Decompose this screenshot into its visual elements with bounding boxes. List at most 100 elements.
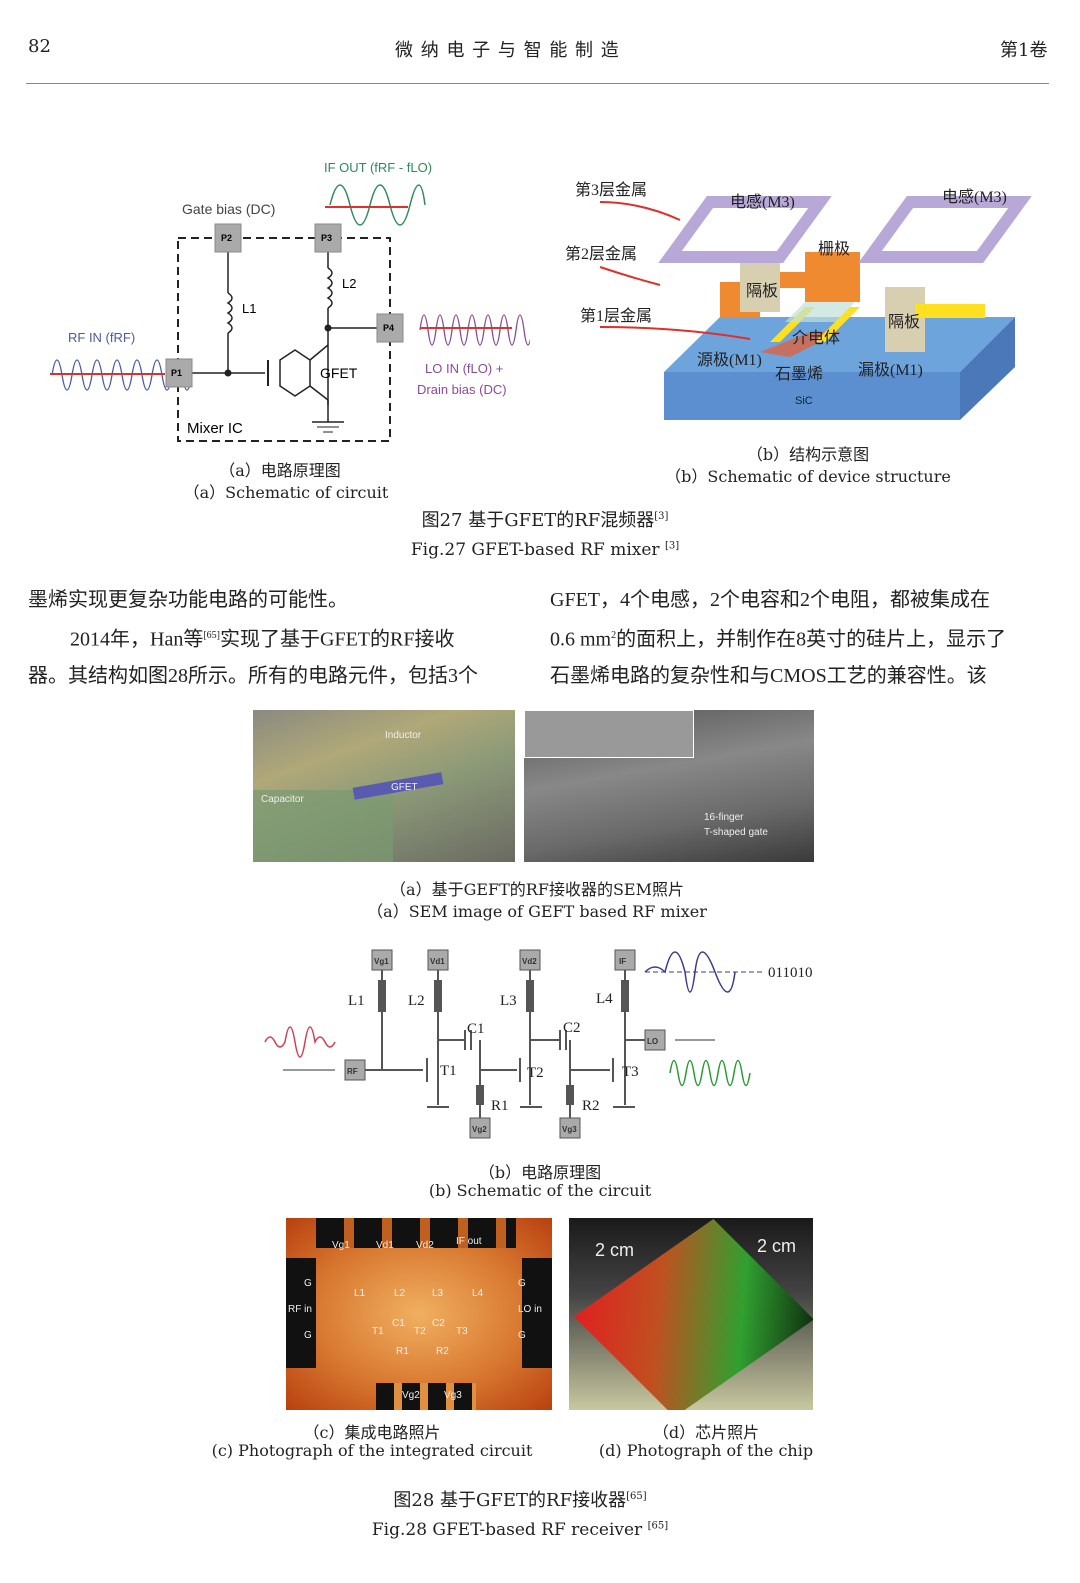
fig28-caption-en: Fig.28 GFET-based RF receiver [65] — [372, 1520, 668, 1540]
fig28-ref-cn[interactable]: [65] — [626, 1491, 647, 1502]
sem-photo-left: Inductor Capacitor GFET — [253, 710, 515, 862]
resistor-r2 — [566, 1085, 574, 1105]
fig27-ref-cn[interactable]: [3] — [654, 511, 669, 522]
output-bits-label: 011010 — [768, 965, 812, 981]
ic-photo: Vg1 Vd1 Vd2 IF out G RF in G G LO in G L… — [286, 1218, 552, 1410]
body-line: 石墨烯电路的复杂性和与CMOS工艺的兼容性。该 — [550, 664, 987, 687]
fig28c-caption-cn: （c）集成电路照片 — [303, 1423, 441, 1442]
pad-p2: P2 — [221, 233, 232, 243]
resistor-r1 — [476, 1085, 484, 1105]
spacer-left-label: 隔板 — [746, 282, 778, 300]
lo-in-label: LO IN (fLO) + — [425, 361, 503, 376]
fig28-ref-en[interactable]: [65] — [647, 1520, 669, 1532]
pad-p3: P3 — [321, 233, 332, 243]
fig27a-caption-cn: （a）电路原理图 — [219, 461, 341, 480]
fig27a-caption-en: （a）Schematic of circuit — [183, 483, 389, 502]
superscript: 2 — [611, 630, 617, 641]
chip-photo: 2 cm 2 cm — [569, 1218, 813, 1410]
fig27a-circuit-diagram: Gate bias (DC) IF OUT (fRF - fLO) RF IN … — [50, 160, 530, 442]
inductor-l2 — [434, 980, 442, 1012]
ic-label-l2: L2 — [394, 1288, 406, 1299]
l1-label: L1 — [348, 993, 365, 1009]
inductor-left-label: 电感(M3) — [730, 193, 795, 211]
drain-bias-label: Drain bias (DC) — [417, 382, 507, 397]
lo-wave — [419, 314, 530, 346]
l3-label: L3 — [500, 993, 517, 1009]
ic-label-l4: L4 — [472, 1288, 484, 1299]
sem-photo-right: 16-finger T-shaped gate — [524, 710, 814, 862]
gate-label-line1: 16-finger — [704, 812, 744, 823]
citation-65[interactable]: [65] — [203, 630, 220, 641]
fig27-caption-cn: 图27 基于GFET的RF混频器[3] — [422, 506, 669, 532]
ic-label-r2: R2 — [436, 1346, 449, 1357]
gfet-label: GFET — [320, 365, 358, 381]
rf-input-wave — [264, 1026, 336, 1058]
ic-label-t1: T1 — [372, 1326, 384, 1337]
journal-title: 微 纳 电 子 与 智 能 制 造 — [395, 40, 620, 61]
pad-vg2: Vg2 — [472, 1125, 487, 1134]
gate-bias-label: Gate bias (DC) — [182, 201, 275, 217]
r1-label: R1 — [491, 1098, 509, 1114]
l2-label: L2 — [342, 276, 356, 291]
body-text: 2014年，Han等 — [70, 628, 204, 651]
ic-label-lo-in: LO in — [518, 1304, 542, 1315]
t2-label: T2 — [527, 1065, 544, 1081]
ic-label-t2: T2 — [414, 1326, 426, 1337]
l4-label: L4 — [596, 991, 613, 1007]
fig28c-caption-en: (c) Photograph of the integrated circuit — [211, 1441, 533, 1460]
fig28b-circuit-diagram: Vg1 Vd1 Vd2 IF RF LO Vg2 Vg3 L1 L2 L3 L4… — [264, 949, 812, 1139]
gfet-photo-label: GFET — [391, 782, 418, 793]
metal2-label: 第2层金属 — [565, 245, 637, 263]
pad-if: IF — [619, 957, 626, 966]
body-line: 0.6 mm2的面积上，并制作在8英寸的硅片上，显示了 — [550, 618, 1006, 658]
rf-in-label: RF IN (fRF) — [68, 330, 135, 345]
fig28b-caption-en: (b) Schematic of the circuit — [428, 1181, 652, 1200]
gfet-symbol — [279, 349, 311, 397]
dimension-label-1: 2 cm — [595, 1240, 635, 1260]
ic-label-vd1: Vd1 — [376, 1240, 394, 1251]
dimension-label-2: 2 cm — [757, 1236, 797, 1256]
fig28-caption-en-text: Fig.28 GFET-based RF receiver — [371, 1520, 643, 1540]
source-label: 源极(M1) — [697, 351, 762, 369]
ic-label-vg1: Vg1 — [332, 1240, 350, 1251]
ic-label-if-out: IF out — [456, 1236, 482, 1247]
ic-label-l3: L3 — [432, 1288, 444, 1299]
pad-vd2: Vd2 — [522, 957, 537, 966]
body-line: GFET，4个电感，2个电容和2个电阻，都被集成在 — [550, 589, 990, 611]
if-out-label: IF OUT (fRF - fLO) — [324, 160, 432, 175]
capacitor-label: Capacitor — [261, 794, 304, 805]
substrate-label: SiC — [795, 395, 813, 407]
inductor-l1 — [378, 980, 386, 1012]
ic-label-vg2: Vg2 — [402, 1390, 420, 1401]
spacer-right-label: 隔板 — [888, 313, 920, 331]
header-rule — [26, 83, 1049, 84]
ic-label-vd2: Vd2 — [416, 1240, 434, 1251]
ic-label-rf-in: RF in — [288, 1304, 312, 1315]
gate-label-line2: T-shaped gate — [704, 827, 768, 838]
l1-label: L1 — [242, 301, 256, 316]
drain-label: 漏极(M1) — [858, 361, 923, 379]
l2-label: L2 — [408, 993, 425, 1009]
fig28-caption-cn-text: 图28 基于GFET的RF接收器 — [393, 1490, 627, 1511]
body-text: 实现了基于GFET的RF接收 — [220, 628, 455, 651]
spacer-left — [740, 257, 780, 312]
fig28b-caption-cn: （b）电路原理图 — [478, 1163, 602, 1182]
dielectric-layer — [785, 297, 860, 322]
body-left-column: 墨烯实现更复杂功能电路的可能性。 2014年，Han等[65]实现了基于GFET… — [28, 582, 478, 694]
ic-label-g: G — [518, 1330, 526, 1341]
fig27b-device-structure: SiC 第3层金属 第2层金属 第1层金属 电感(M3) 电感(M3) 栅极 隔… — [565, 181, 1032, 420]
if-output-wave — [644, 951, 736, 993]
if-wave — [329, 184, 426, 226]
metal3-label: 第3层金属 — [575, 181, 647, 199]
fig27-caption-en: Fig.27 GFET-based RF mixer [3] — [411, 540, 679, 560]
body-line: 墨烯实现更复杂功能电路的可能性。 — [28, 589, 348, 611]
inductor-l2 — [326, 267, 333, 309]
ic-label-c2: C2 — [432, 1318, 445, 1329]
metal1-label: 第1层金属 — [580, 307, 652, 325]
body-text: 的面积上，并制作在8英寸的硅片上，显示了 — [616, 628, 1007, 651]
c1-label: C1 — [467, 1021, 485, 1037]
r2-label: R2 — [582, 1098, 600, 1114]
fig27-ref-en[interactable]: [3] — [664, 540, 680, 552]
inductor-left — [658, 196, 832, 263]
ic-label-c1: C1 — [392, 1318, 405, 1329]
